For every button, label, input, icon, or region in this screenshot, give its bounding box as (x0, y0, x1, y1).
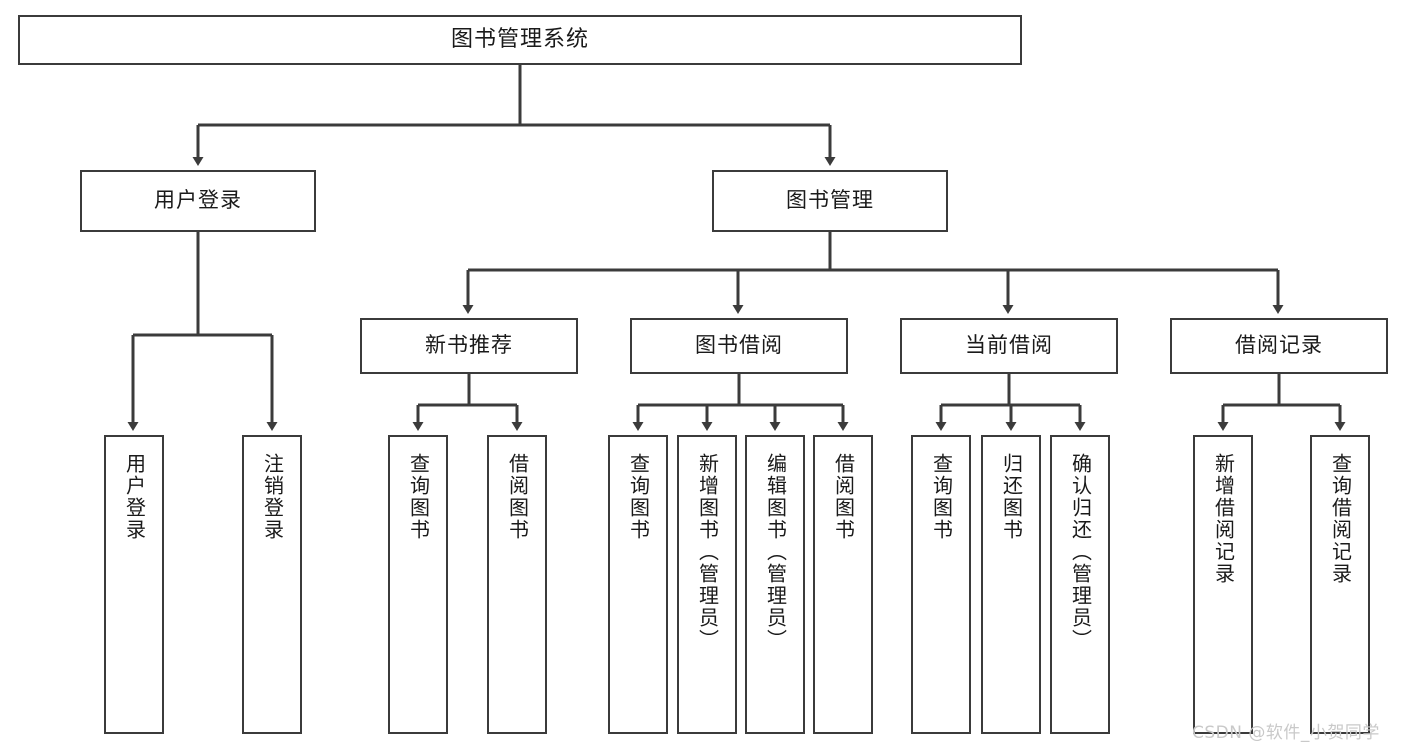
leaf-node[interactable]: 用户登录 (104, 435, 164, 734)
csdn-watermark: CSDN @软件_小贺同学 (1192, 723, 1380, 743)
node-label: 新增借阅记录 (1211, 453, 1236, 585)
node-new-book-recommend[interactable]: 新书推荐 (360, 318, 578, 374)
leaf-node[interactable]: 查询图书 (608, 435, 668, 734)
node-label: 用户登录 (122, 453, 147, 541)
node-borrow-record[interactable]: 借阅记录 (1170, 318, 1388, 374)
node-label: 查询借阅记录 (1328, 453, 1353, 585)
node-label: 注销登录 (260, 453, 285, 541)
leaf-node[interactable]: 新增借阅记录 (1193, 435, 1253, 734)
node-label: 查询图书 (626, 453, 651, 541)
leaf-node[interactable]: 新增图书（管理员） (677, 435, 737, 734)
node-root-system[interactable]: 图书管理系统 (18, 15, 1022, 65)
node-label: 借阅图书 (831, 453, 856, 541)
node-user-login[interactable]: 用户登录 (80, 170, 316, 232)
node-label: 查询图书 (929, 453, 954, 541)
leaf-node[interactable]: 查询图书 (388, 435, 448, 734)
node-book-management[interactable]: 图书管理 (712, 170, 948, 232)
node-label: 图书管理系统 (450, 26, 589, 52)
node-label: 图书管理 (786, 188, 874, 213)
node-book-borrow[interactable]: 图书借阅 (630, 318, 848, 374)
node-label: 确认归还（管理员） (1068, 453, 1093, 651)
node-label: 借阅记录 (1235, 333, 1323, 358)
node-label: 借阅图书 (505, 453, 530, 541)
leaf-node[interactable]: 借阅图书 (487, 435, 547, 734)
leaf-node[interactable]: 归还图书 (981, 435, 1041, 734)
node-current-borrow[interactable]: 当前借阅 (900, 318, 1118, 374)
leaf-node[interactable]: 注销登录 (242, 435, 302, 734)
node-label: 新增图书（管理员） (695, 453, 720, 651)
node-label: 当前借阅 (965, 333, 1053, 358)
node-label: 归还图书 (999, 453, 1024, 541)
node-label: 新书推荐 (425, 333, 513, 358)
leaf-node[interactable]: 编辑图书（管理员） (745, 435, 805, 734)
leaf-node[interactable]: 确认归还（管理员） (1050, 435, 1110, 734)
node-label: 查询图书 (406, 453, 431, 541)
node-label: 编辑图书（管理员） (763, 453, 788, 651)
leaf-node[interactable]: 借阅图书 (813, 435, 873, 734)
node-label: 图书借阅 (695, 333, 783, 358)
node-label: 用户登录 (154, 188, 242, 213)
leaf-node[interactable]: 查询图书 (911, 435, 971, 734)
leaf-node[interactable]: 查询借阅记录 (1310, 435, 1370, 734)
